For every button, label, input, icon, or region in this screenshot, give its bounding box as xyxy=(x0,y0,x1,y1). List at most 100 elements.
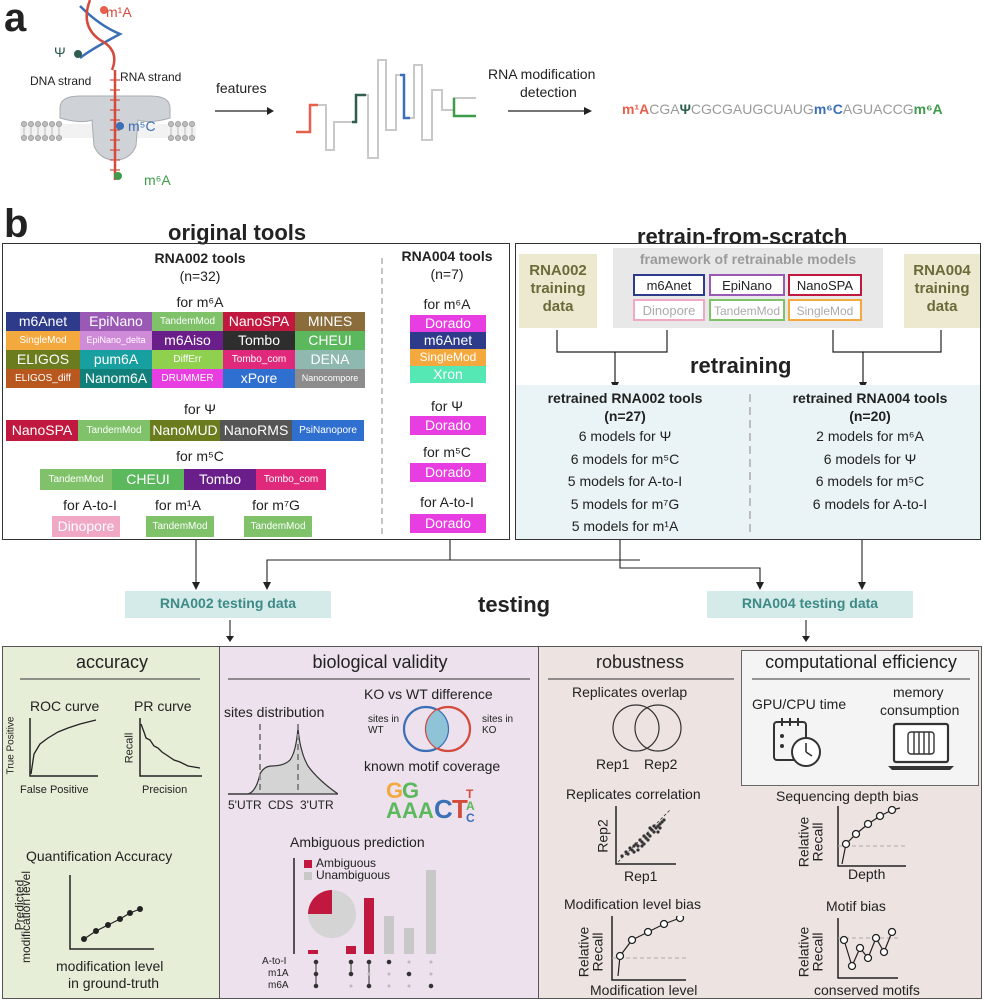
overlap-rep2: Rep2 xyxy=(644,756,678,772)
corr-point xyxy=(646,838,650,842)
rna002-testing-label: RNA002 testing data xyxy=(159,595,297,611)
fw-epinano: EpiNano xyxy=(709,274,785,296)
retrained-002-count: (n=27) xyxy=(604,408,646,424)
ambiguous-legend: Ambiguous xyxy=(316,856,377,870)
tool-epinano_delta-m6a: EpiNano_delta xyxy=(80,331,152,350)
motif-ylabel-2: Recall xyxy=(809,932,826,972)
arrow-detection xyxy=(508,107,592,115)
overlap-venn xyxy=(612,704,682,752)
tool-m6aiso-m6a: m6Aiso xyxy=(152,331,223,350)
corr-point xyxy=(626,852,630,856)
corr-point xyxy=(642,834,646,838)
accuracy-title-line xyxy=(20,678,200,680)
sequence-segment: AGUACCG xyxy=(842,101,914,117)
tool-m6anet-m6a: m6Anet xyxy=(6,312,80,331)
rna002-training-box xyxy=(519,254,597,328)
corr-point xyxy=(648,834,652,838)
depth-bias-title: Sequencing depth bias xyxy=(776,788,919,804)
ambiguous-title: Ambiguous prediction xyxy=(290,834,425,850)
tool-nanospa-psi: NanoSPA xyxy=(6,420,78,441)
corr-point xyxy=(652,824,656,828)
svg-text:A: A xyxy=(466,799,475,813)
m1a-label-a: m¹A xyxy=(106,4,132,20)
sequence-segment: m⁶C xyxy=(813,101,843,117)
corr-point xyxy=(656,824,660,828)
features-label: features xyxy=(216,80,267,96)
mod-level-xlabel: Modification level xyxy=(590,982,698,998)
tool-mines-m6a: MINES xyxy=(295,312,365,331)
tool-eligos_diff-m6a: ELIGOS_diff xyxy=(6,369,80,388)
detection-label-2: detection xyxy=(520,84,577,100)
rna004-training-box xyxy=(904,254,980,328)
corr-point xyxy=(654,826,658,830)
corr-point xyxy=(642,842,646,846)
correlation-title: Replicates correlation xyxy=(566,786,701,802)
retrained-004-count: (n=20) xyxy=(849,408,891,424)
corr-point xyxy=(640,844,644,848)
tool-cheui-m5c: CHEUI xyxy=(112,469,184,490)
tool-cheui-m6a: CHEUI xyxy=(295,331,365,350)
tool-epinano-m6a: EpiNano xyxy=(80,312,152,331)
robust-title: robustness xyxy=(595,652,685,672)
rna002-atoi-label: for A-to-I xyxy=(63,497,117,513)
retrain-box xyxy=(515,243,981,540)
tool-differr-m6a: DiffErr xyxy=(152,350,223,369)
corr-point xyxy=(634,842,638,846)
upset-atoi: A-to-I xyxy=(262,956,287,967)
tool-nanom6a-m6a: Nanom6A xyxy=(80,369,152,388)
retrain-title: retrain-from-scratch xyxy=(637,224,848,249)
rna004-testing-label: RNA004 testing data xyxy=(741,595,879,611)
corr-point xyxy=(646,832,650,836)
accuracy-panel xyxy=(2,646,220,999)
svg-text:G: G xyxy=(402,778,419,803)
corr-point xyxy=(630,848,634,852)
fw-singlemod: SingleMod xyxy=(788,299,862,321)
corr-point xyxy=(638,838,642,842)
corr-point xyxy=(662,818,666,822)
tool-dinopore: Dinopore xyxy=(52,516,120,537)
rna-strand-label: RNA strand xyxy=(120,70,182,84)
divider-retrained xyxy=(749,394,751,534)
rna004-training-label: RNA004 training data xyxy=(913,262,971,315)
panel-b-letter: b xyxy=(4,202,29,246)
mod-bias-ylabel-2: Recall xyxy=(589,932,606,972)
corr-xlabel: Rep1 xyxy=(624,868,658,884)
retrained-004-line: 6 models for Ψ xyxy=(823,450,917,467)
retraining-label: retraining xyxy=(690,353,792,378)
roc-xlabel: False Positive xyxy=(20,784,89,796)
original-tools-title: original tools xyxy=(168,220,307,245)
rna002-m1a-label: for m¹A xyxy=(155,497,201,513)
corr-point xyxy=(636,848,640,852)
rna002-training-label: RNA002 training data xyxy=(529,262,587,315)
rna004-m5c-label: for m⁵C xyxy=(423,444,471,460)
ambiguous-plot xyxy=(293,858,436,989)
upset-m1a: m1A xyxy=(268,968,289,979)
tool-pum6a-m6a: pum6A xyxy=(80,350,152,369)
rna004-tools-count: (n=7) xyxy=(430,266,464,282)
bio-title-line xyxy=(228,678,530,680)
corr-point xyxy=(650,828,654,832)
tool-tombo_com-m6a: Tombo_com xyxy=(223,350,295,369)
rna002-testing-box xyxy=(125,591,331,618)
tool-nanospa-m6a: NanoSPA xyxy=(223,312,295,331)
overlap-rep1: Rep1 xyxy=(596,756,630,772)
svg-text:A: A xyxy=(402,798,418,822)
svg-text:T: T xyxy=(466,787,474,801)
compute-panel xyxy=(741,650,979,786)
corr-point xyxy=(648,826,652,830)
rna002-m7g-label: for m⁷G xyxy=(252,497,300,513)
tool-tandemmod-m7g: TandemMod xyxy=(244,516,312,537)
mod-bias-title: Modification level bias xyxy=(564,896,701,912)
corr-point xyxy=(632,850,636,854)
svg-text:C: C xyxy=(434,794,453,822)
tool-xpore-m6a: xPore xyxy=(223,369,295,388)
corr-point xyxy=(632,844,636,848)
corr-point xyxy=(640,840,644,844)
fw-tandemmod: TandemMod xyxy=(709,299,785,321)
pr-title: PR curve xyxy=(134,698,192,714)
mod-bias-plot xyxy=(611,916,686,981)
corr-point xyxy=(658,822,662,826)
retrained-004-line: 6 models for m⁵C xyxy=(815,473,925,489)
pr-curve xyxy=(139,718,202,777)
rna004-testing-box xyxy=(707,591,913,618)
